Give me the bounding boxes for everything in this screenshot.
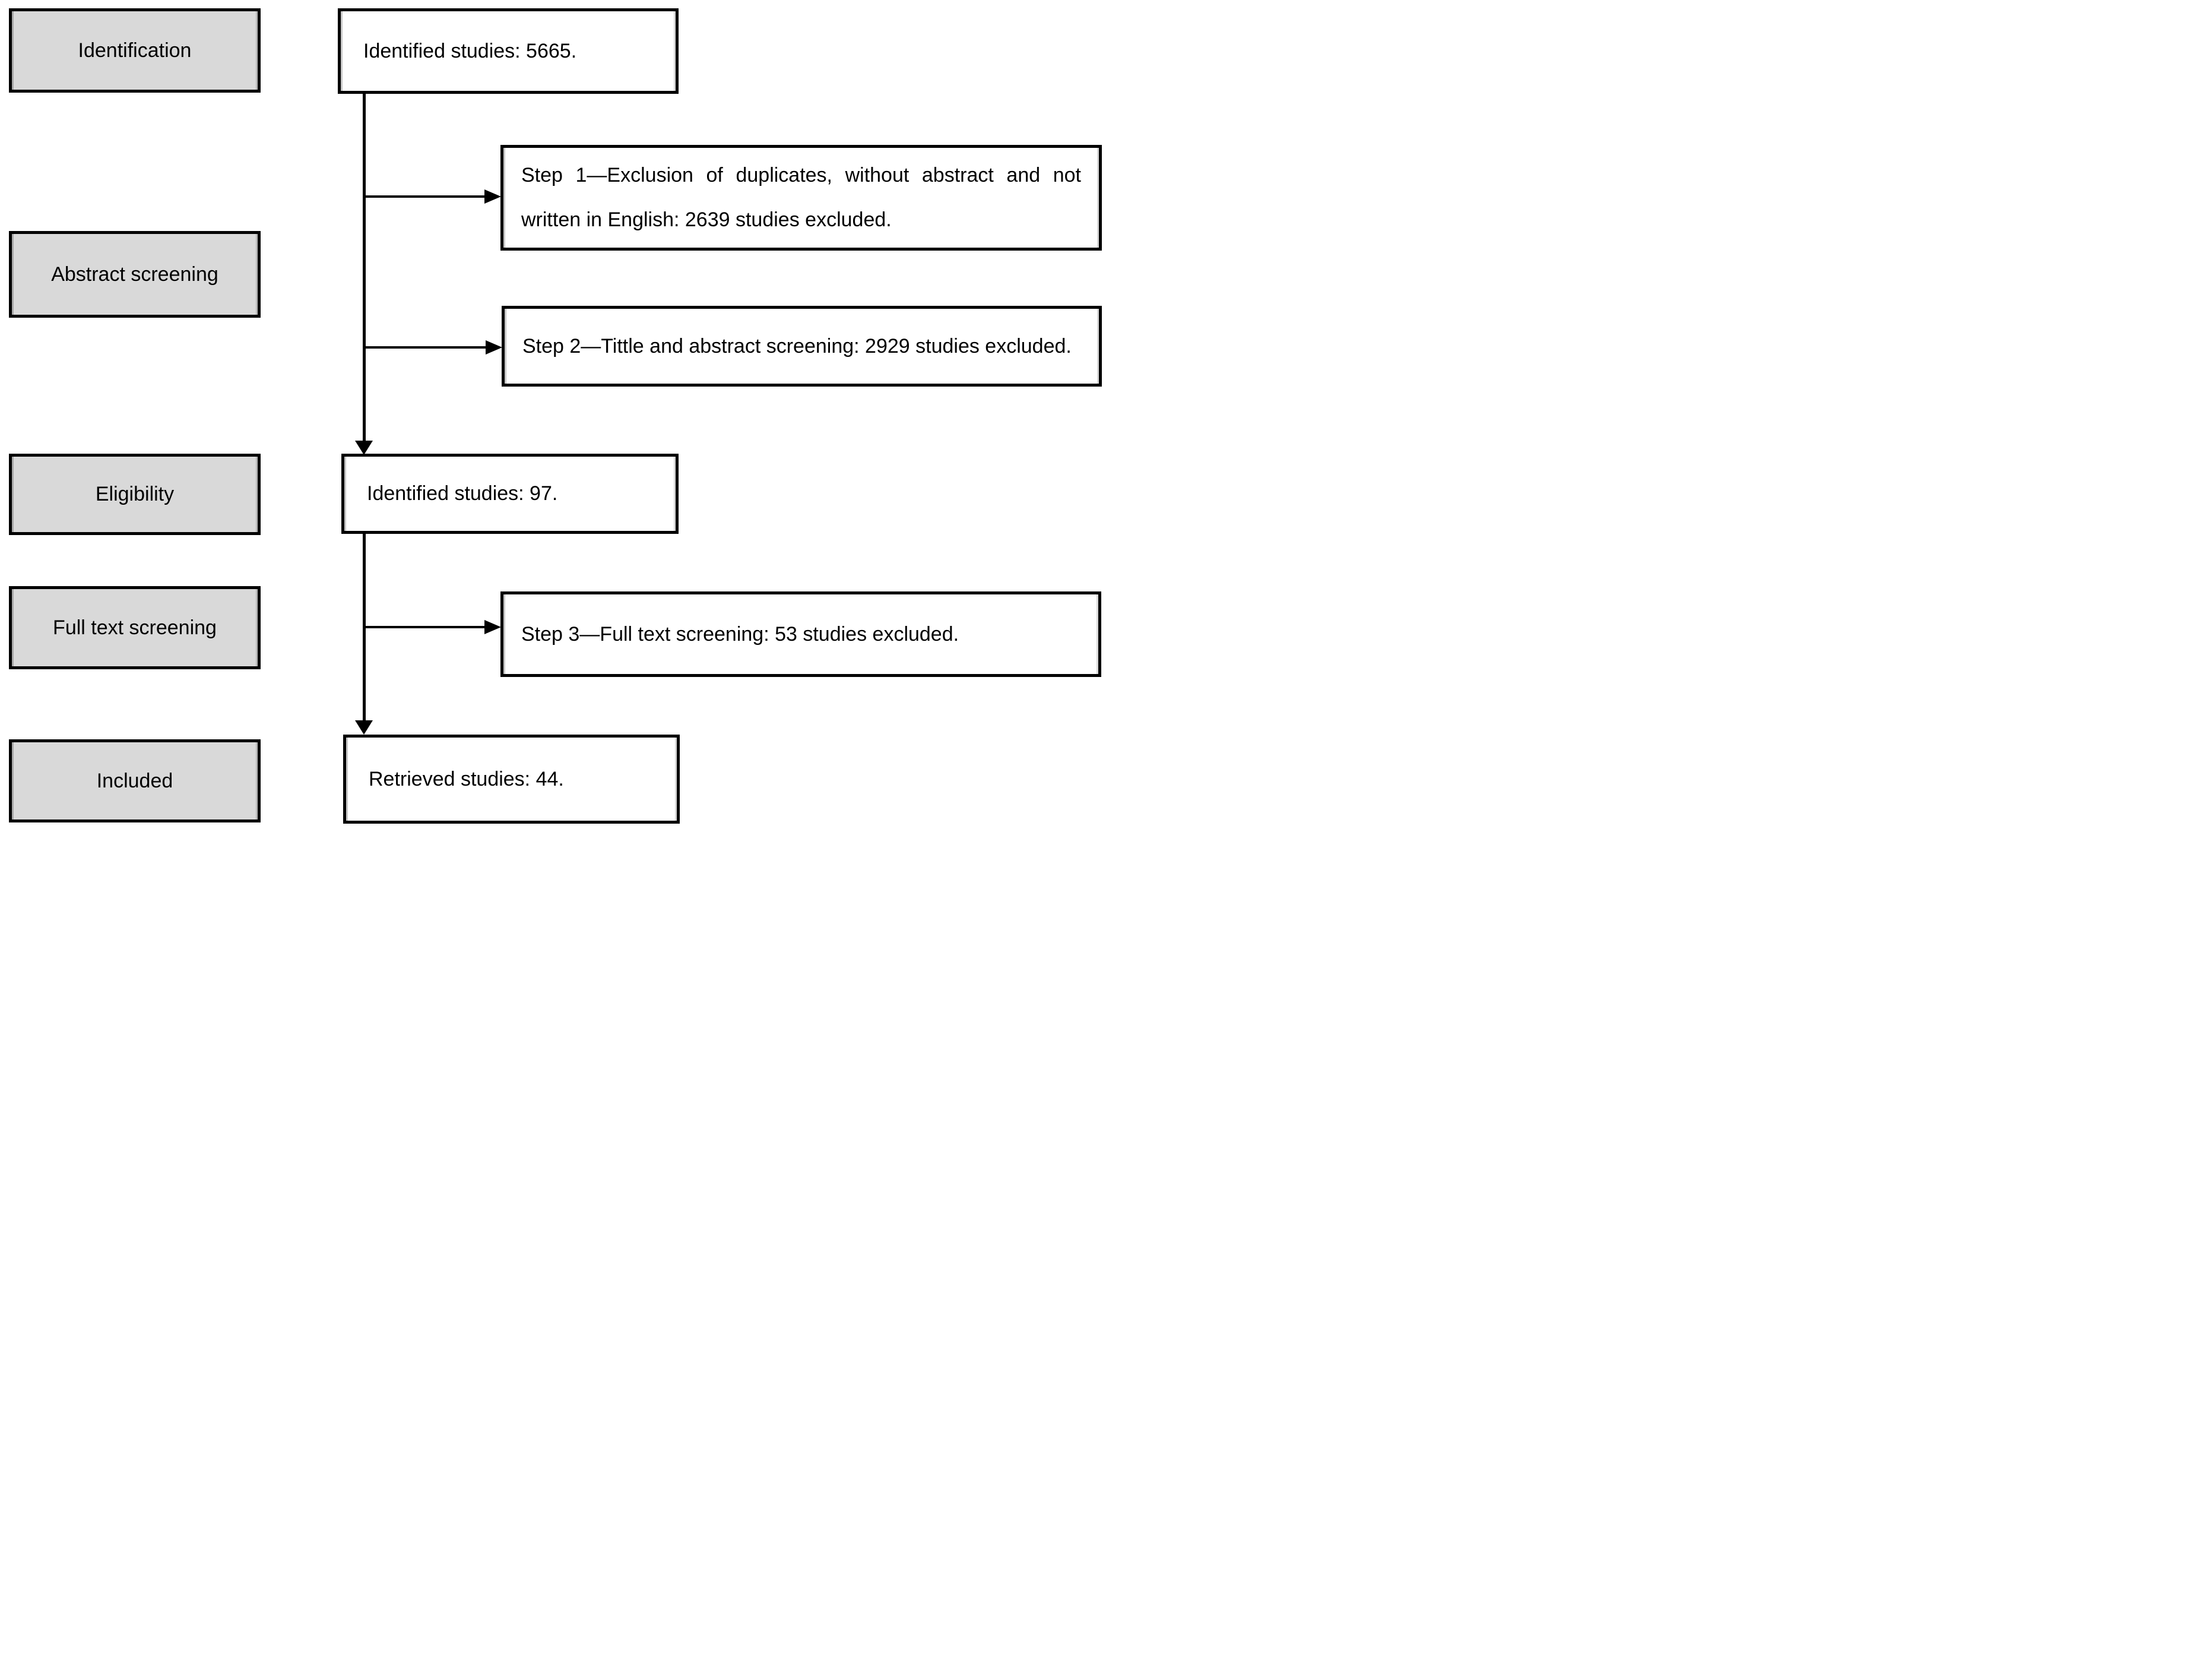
node-box-step-2-title-abstract-screening: Step 2—Tittle and abstract screening: 29… [502,306,1102,387]
node-text-step-1-exclusion: Step 1—Exclusion of duplicates, without … [521,164,1081,231]
node-text-step-3-full-text-screening: Step 3—Full text screening: 53 studies e… [521,622,959,646]
stage-label-abstract-screening: Abstract screening [51,262,218,286]
arrowhead-right-to-step-3-icon [484,620,501,634]
stage-label-eligibility: Eligibility [95,483,175,506]
node-box-step-1-exclusion: Step 1—Exclusion of duplicates, without … [500,145,1102,251]
node-text-retrieved-studies-44: Retrieved studies: 44. [369,767,564,790]
arrowhead-down-to-retrieved-44-icon [355,720,373,735]
connector-branch-step-2 [364,346,486,349]
arrowhead-down-to-identified-97-icon [355,441,373,455]
connector-branch-step-3 [364,626,484,628]
stage-box-abstract-screening: Abstract screening [9,231,261,318]
connector-trunk-1 [363,94,366,441]
stage-box-full-text-screening: Full text screening [9,586,261,669]
arrowhead-right-to-step-2-icon [486,340,502,355]
stage-box-eligibility: Eligibility [9,454,261,535]
arrowhead-right-to-step-1-icon [484,189,501,204]
stage-label-included: Included [96,769,173,792]
stage-label-full-text-screening: Full text screening [53,616,217,639]
stage-box-identification: Identification [9,8,261,93]
node-box-identified-studies-97: Identified studies: 97. [341,454,679,534]
node-box-retrieved-studies-44: Retrieved studies: 44. [343,735,680,824]
node-text-identified-studies-5665: Identified studies: 5665. [363,39,577,62]
stage-label-identification: Identification [78,39,192,62]
connector-branch-step-1 [364,195,484,198]
node-text-step-2-title-abstract-screening: Step 2—Tittle and abstract screening: 29… [522,334,1072,357]
node-box-identified-studies-5665: Identified studies: 5665. [338,8,679,94]
stage-box-included: Included [9,739,261,822]
node-box-step-3-full-text-screening: Step 3—Full text screening: 53 studies e… [500,591,1101,677]
study-selection-flow-diagram: Identification Abstract screening Eligib… [0,0,1106,829]
node-text-identified-studies-97: Identified studies: 97. [367,482,558,505]
